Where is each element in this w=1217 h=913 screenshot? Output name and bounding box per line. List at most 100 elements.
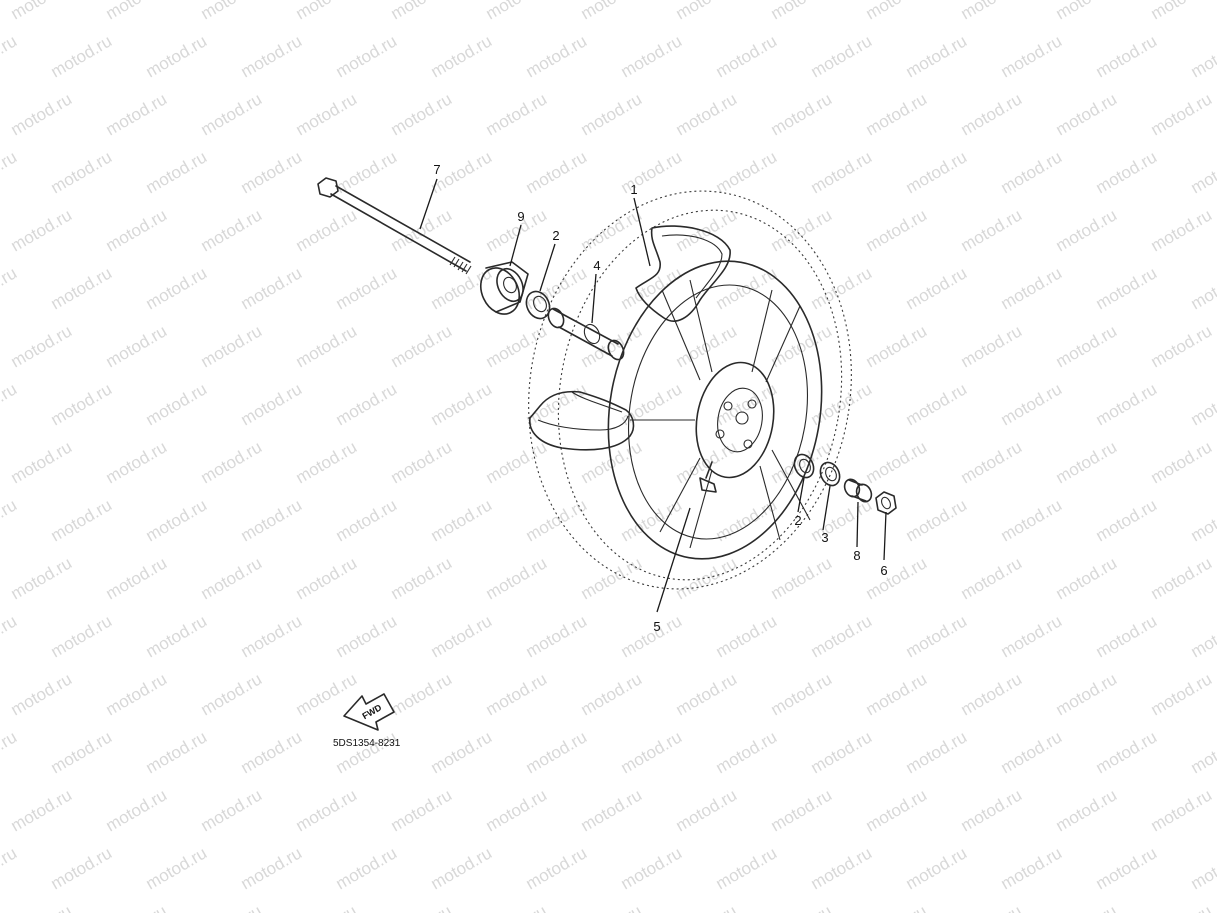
watermark-text: motod.ru: [198, 205, 266, 255]
watermark-text: motod.ru: [578, 0, 646, 23]
watermark-text: motod.ru: [1053, 669, 1121, 719]
callout-4: 4: [593, 258, 600, 273]
watermark-text: motod.ru: [428, 495, 496, 545]
watermark-text: motod.ru: [578, 901, 646, 913]
watermark-text: motod.ru: [618, 611, 686, 661]
callout-2-left: 2: [552, 228, 559, 243]
watermark-text: motod.ru: [103, 0, 171, 23]
watermark-text: motod.ru: [618, 263, 686, 313]
watermark-text: motod.ru: [673, 0, 741, 23]
watermark-text: motod.ru: [998, 611, 1066, 661]
watermark-text: motod.ru: [768, 901, 836, 913]
watermark-text: motod.ru: [998, 495, 1066, 545]
watermark-text: motod.ru: [903, 727, 971, 777]
watermark-text: motod.ru: [333, 843, 401, 893]
part-3-oil-seal: [819, 461, 841, 487]
watermark-text: motod.ru: [388, 901, 456, 913]
watermark-text: motod.ru: [863, 321, 931, 371]
watermark-text: motod.ru: [8, 0, 76, 23]
watermark-text: motod.ru: [333, 31, 401, 81]
watermark-text: motod.ru: [998, 843, 1066, 893]
watermark-text: motod.ru: [103, 437, 171, 487]
watermark-text: motod.ru: [293, 553, 361, 603]
watermark-text: motod.ru: [483, 89, 551, 139]
watermark-text: motod.ru: [1053, 553, 1121, 603]
watermark-text: motod.ru: [8, 669, 76, 719]
watermark-text: motod.ru: [1148, 205, 1216, 255]
watermark-text: motod.ru: [1148, 901, 1216, 913]
callout-2-right: 2: [794, 513, 801, 528]
watermark-text: motod.ru: [198, 553, 266, 603]
tire-cutaway-lower: [529, 390, 635, 451]
watermark-text: motod.ru: [673, 669, 741, 719]
watermark-text: motod.ru: [143, 495, 211, 545]
watermark-text: motod.ru: [1053, 205, 1121, 255]
watermark-text: motod.ru: [388, 0, 456, 23]
watermark-text: motod.ru: [238, 611, 306, 661]
watermark-text: motod.ru: [903, 147, 971, 197]
part-8-collar: [843, 478, 873, 503]
watermark-text: motod.ru: [523, 147, 591, 197]
watermark-text: motod.ru: [808, 147, 876, 197]
watermark-text: motod.ru: [998, 31, 1066, 81]
watermark-text: motod.ru: [1188, 31, 1217, 81]
watermark-text: motod.ru: [578, 669, 646, 719]
watermark-text: motod.ru: [523, 379, 591, 429]
watermark-text: motod.ru: [483, 553, 551, 603]
watermark-text: motod.ru: [238, 147, 306, 197]
watermark-text: motod.ru: [48, 31, 116, 81]
watermark-text: motod.ru: [578, 89, 646, 139]
watermark-text: motod.ru: [523, 31, 591, 81]
watermark-text: motod.ru: [1093, 843, 1161, 893]
watermark-text: motod.ru: [143, 611, 211, 661]
watermark-text: motod.ru: [1148, 553, 1216, 603]
callout-6: 6: [880, 563, 887, 578]
watermark-text: motod.ru: [958, 785, 1026, 835]
watermark-text: motod.ru: [1093, 495, 1161, 545]
watermark-text: motod.ru: [198, 901, 266, 913]
watermark-text: motod.ru: [713, 611, 781, 661]
watermark-text: motod.ru: [578, 553, 646, 603]
watermark-text: motod.ru: [293, 205, 361, 255]
watermark-text: motod.ru: [863, 785, 931, 835]
watermark-text: motod.ru: [1053, 321, 1121, 371]
watermark-text: motod.ru: [958, 0, 1026, 23]
watermark-text: motod.ru: [1148, 321, 1216, 371]
watermark-text: motod.ru: [293, 0, 361, 23]
watermark-text: motod.ru: [768, 89, 836, 139]
watermark-text: motod.ru: [238, 495, 306, 545]
watermark-text: motod.ru: [238, 727, 306, 777]
watermark-text: motod.ru: [483, 901, 551, 913]
watermark-text: motod.ru: [1188, 263, 1217, 313]
watermark-text: motod.ru: [998, 727, 1066, 777]
watermark-text: motod.ru: [863, 0, 931, 23]
watermark-text: motod.ru: [238, 379, 306, 429]
watermark-text: motod.ru: [958, 89, 1026, 139]
callout-7: 7: [433, 162, 440, 177]
watermark-text: motod.ru: [523, 843, 591, 893]
tire-cutaway-upper: [635, 225, 731, 322]
watermark-text: motod.ru: [578, 205, 646, 255]
watermark-text: motod.ru: [1188, 611, 1217, 661]
watermark-text: motod.ru: [8, 901, 76, 913]
leader-lines: [419, 178, 887, 613]
watermark-text: motod.ru: [0, 843, 20, 893]
watermark-text: motod.ru: [1093, 31, 1161, 81]
watermark-text: motod.ru: [198, 785, 266, 835]
watermark-text: motod.ru: [903, 31, 971, 81]
watermark-text: motod.ru: [198, 0, 266, 23]
watermark-text: motod.ru: [483, 321, 551, 371]
watermark-text: motod.ru: [388, 321, 456, 371]
watermark-text: motod.ru: [388, 89, 456, 139]
watermark-text: motod.ru: [618, 31, 686, 81]
watermark-text: motod.ru: [808, 727, 876, 777]
watermark-text: motod.ru: [428, 379, 496, 429]
watermark-text: motod.ru: [0, 31, 20, 81]
watermark-text: motod.ru: [0, 495, 20, 545]
watermark-text: motod.ru: [428, 843, 496, 893]
watermark-text: motod.ru: [388, 437, 456, 487]
part-7-axle-bolt: [317, 177, 472, 275]
watermark-text: motod.ru: [903, 263, 971, 313]
